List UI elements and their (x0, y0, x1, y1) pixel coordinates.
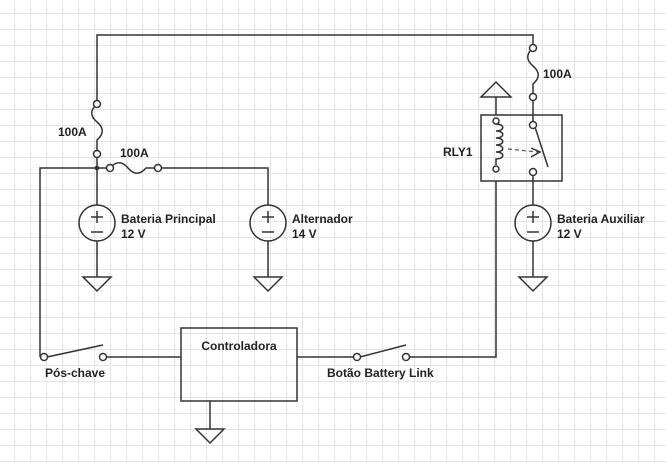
link-button-symbol (297, 344, 411, 362)
fuse-right-label: 100A (543, 67, 572, 81)
relay-actuator-arrow-icon (530, 147, 542, 158)
relay-coil-wire (406, 181, 497, 358)
main-battery-ground-icon (81, 276, 113, 293)
main-bus (39, 157, 269, 357)
key-switch-label: Pós-chave (45, 366, 105, 380)
link-button-label: Botão Battery Link (327, 366, 434, 380)
alternator-symbol (249, 204, 287, 277)
controller-box (180, 327, 298, 402)
main-battery-name: Bateria Principal (121, 212, 216, 226)
relay-symbol (479, 80, 563, 182)
alternator-voltage: 14 V (292, 227, 317, 241)
main-battery-voltage: 12 V (121, 227, 146, 241)
fuse-middle-label: 100A (120, 146, 149, 160)
main-battery-symbol (78, 168, 116, 277)
relay-arrow-icon (479, 80, 513, 98)
fuse-right (527, 43, 539, 102)
alternator-name: Alternador (292, 212, 353, 226)
controller-ground-icon (194, 401, 226, 445)
aux-battery-voltage: 12 V (557, 227, 582, 241)
fuse-left-label: 100A (58, 125, 87, 139)
top-wire (96, 34, 534, 104)
aux-battery-ground-icon (517, 276, 549, 293)
key-switch-symbol (39, 344, 181, 362)
alternator-ground-icon (252, 276, 284, 293)
controller-label: Controladora (201, 339, 277, 353)
fuse-left (91, 99, 103, 159)
aux-battery-symbol (514, 176, 552, 277)
fuse-middle (105, 162, 163, 174)
aux-battery-name: Bateria Auxiliar (557, 212, 645, 226)
relay-label: RLY1 (443, 145, 473, 159)
